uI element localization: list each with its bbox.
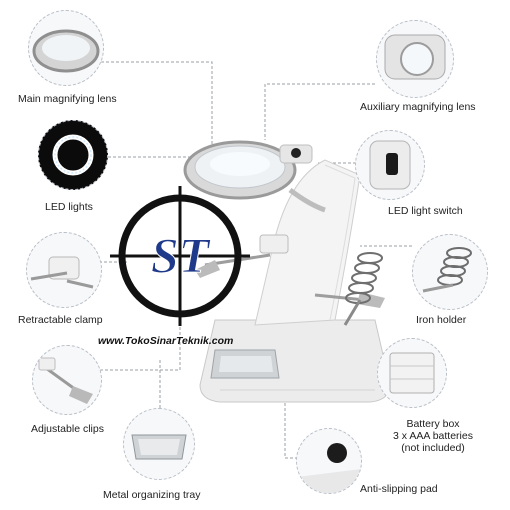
st-logo-watermark: ST [110,186,250,326]
label-main-lens: Main magnifying lens [18,93,117,105]
label-led-lights: LED lights [45,201,93,213]
label-pad: Anti-slipping pad [360,483,438,495]
battery-box-bubble [377,338,447,408]
label-iron-holder: Iron holder [416,314,467,326]
label-battery-box: Battery box [406,418,460,430]
tray-bubble [123,408,195,480]
led-lights-bubble [38,120,108,190]
label-clips: Adjustable clips [31,423,104,435]
pad-bubble [296,428,362,494]
iron-holder-bubble [412,234,488,310]
clamp-bubble [26,232,102,308]
label-battery-note: (not included) [401,442,465,454]
main-lens-bubble [28,10,104,86]
label-led-switch: LED light switch [388,205,463,217]
logo-text: ST [151,227,212,283]
website-url[interactable]: www.TokoSinarTeknik.com [98,335,234,347]
led-switch-bubble [355,130,425,200]
label-tray: Metal organizing tray [103,489,201,501]
aux-lens-bubble [376,20,454,98]
label-clamp: Retractable clamp [18,314,103,326]
label-battery-spec: 3 x AAA batteries [393,430,473,442]
label-aux-lens: Auxiliary magnifying lens [360,101,476,113]
clips-bubble [32,345,102,415]
